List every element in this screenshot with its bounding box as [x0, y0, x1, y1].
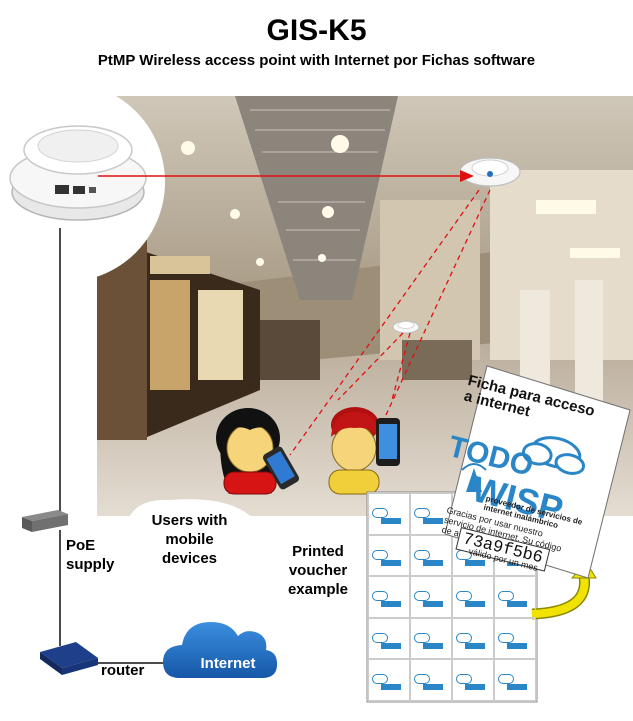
wifi-tower-icon	[461, 463, 487, 492]
poe-supply-icon	[22, 510, 68, 532]
voucher-tile	[410, 659, 452, 701]
voucher-tile	[368, 576, 410, 618]
voucher-tile	[452, 617, 494, 660]
voucher-tile	[410, 534, 452, 577]
user-avatar	[216, 408, 280, 495]
voucher-tile	[452, 576, 494, 618]
voucher-label-line: voucher	[288, 562, 348, 579]
voucher-tile	[410, 576, 452, 618]
ceiling-ap-icon	[459, 157, 521, 187]
poe-label-line: supply	[66, 556, 115, 573]
voucher-tile	[368, 617, 410, 660]
voucher-tile	[368, 659, 410, 701]
link-arrow	[98, 170, 474, 182]
internet-label: Internet	[200, 655, 256, 672]
voucher-tile	[410, 617, 452, 660]
poe-label-line: PoE	[66, 537, 96, 554]
ceiling-ap-icon	[392, 320, 420, 334]
internet-cloud-icon	[163, 622, 278, 678]
voucher-tile	[494, 659, 536, 701]
voucher-label-line: Printed	[292, 543, 344, 560]
users-label-line: mobile	[165, 531, 214, 548]
page-title: GIS-K5	[266, 14, 367, 47]
voucher-tile	[494, 617, 536, 660]
router-label: router	[101, 662, 145, 679]
wireless-link-lines	[289, 189, 491, 456]
users-label: Users with mobile devices	[132, 511, 247, 568]
voucher-tile	[368, 493, 410, 535]
phone-icon	[376, 418, 400, 466]
voucher-label: Printed voucher example	[278, 542, 358, 599]
router-icon	[40, 642, 98, 675]
phone-icon	[262, 446, 300, 490]
page-subtitle: PtMP Wireless access point with Internet…	[97, 52, 536, 69]
cloud-logo-icon	[521, 436, 586, 475]
voucher-label-line: example	[287, 581, 349, 598]
poe-label: PoE supply	[66, 536, 114, 574]
users-label-line: Users with	[151, 512, 228, 529]
voucher-tile	[368, 534, 410, 577]
users-label-line: devices	[161, 550, 218, 567]
voucher-tile	[494, 576, 536, 618]
user-avatar	[328, 407, 380, 495]
access-point-device	[9, 125, 147, 221]
voucher-tile	[452, 659, 494, 701]
users-label-backdrop	[125, 499, 260, 575]
